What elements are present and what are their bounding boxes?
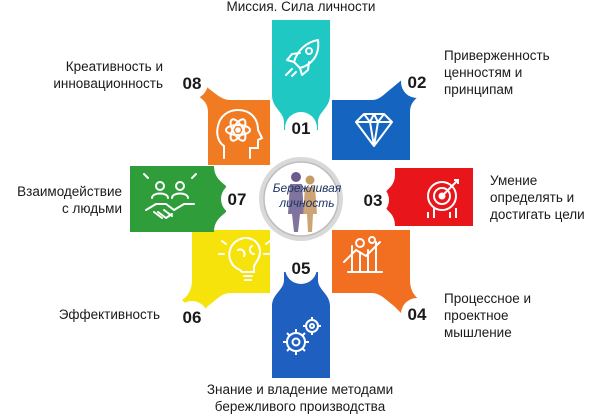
segment-03-shape: [386, 168, 473, 226]
badge-05-num: 05: [292, 259, 311, 278]
segment-05-shape: [272, 272, 330, 378]
rocket-icon: [285, 39, 320, 77]
label-03-line-2: определять и: [490, 190, 575, 205]
diamond-icon: [355, 113, 393, 147]
brain-bulb-icon: [218, 236, 271, 281]
segment-06: 06: [176, 230, 271, 333]
segment-05: 05: [272, 252, 330, 378]
gears-icon: [283, 317, 321, 355]
segment-07: 07: [130, 166, 253, 232]
segment-08: 08: [176, 67, 270, 165]
label-05-line-1: Знание и владение методами: [206, 382, 394, 397]
badge-05: [285, 252, 317, 284]
label-08-line-1: Креативность и: [65, 59, 163, 74]
badge-01-num: 01: [292, 119, 311, 138]
badge-01: [285, 112, 317, 144]
label-03: Умение определять и достигать цели: [490, 172, 590, 223]
badge-08: [176, 67, 208, 99]
label-02-line-1: Приверженность: [444, 48, 550, 63]
label-04-line-3: мышление: [444, 325, 512, 340]
label-08: Креативность и инновационность: [20, 58, 163, 92]
segment-07-shape: [130, 166, 226, 232]
center-emblem: [259, 157, 343, 241]
label-01-line: Миссия. Сила личности: [226, 0, 376, 14]
label-07-line-2: с людьми: [62, 201, 122, 216]
center-label-line2: личность: [279, 196, 335, 210]
target-icon: [427, 179, 459, 218]
badge-02: [401, 66, 433, 98]
badge-04: [401, 298, 433, 330]
label-06: Эффективность: [20, 306, 160, 323]
label-05-line-2: бережливого производства: [214, 399, 386, 414]
process-chart-icon: [343, 236, 383, 273]
segment-08-shape: [184, 78, 270, 165]
segment-04: 04: [332, 230, 433, 330]
badge-02-num: 02: [408, 73, 427, 92]
label-04-line-2: проектное: [444, 308, 509, 323]
badge-07: [221, 183, 253, 215]
label-05: Знание и владение методами бережливого п…: [180, 381, 420, 415]
segment-06-shape: [182, 230, 270, 316]
segment-03: 03: [357, 168, 473, 226]
label-07-line-1: Взаимодействие: [17, 184, 122, 199]
badge-07-num: 07: [228, 190, 247, 209]
label-04: Процессное и проектное мышление: [444, 290, 584, 341]
center-label: Бережливая личность: [262, 181, 352, 211]
label-02-line-3: принципам: [444, 82, 514, 97]
label-04-line-1: Процессное и: [444, 291, 532, 306]
label-08-line-2: инновационность: [53, 76, 163, 91]
label-03-line-3: достигать цели: [490, 207, 585, 222]
badge-03-num: 03: [364, 191, 383, 210]
label-01: Миссия. Сила личности: [216, 0, 386, 15]
badge-06-num: 06: [183, 308, 202, 327]
label-07: Взаимодействие с людьми: [0, 183, 122, 217]
people-figure-icon: [288, 172, 317, 232]
label-06-line: Эффективность: [58, 307, 160, 322]
label-03-line-1: Умение: [490, 173, 538, 188]
badge-03: [357, 184, 389, 216]
label-02: Приверженность ценностям и принципам: [444, 47, 584, 98]
segment-01: 01: [272, 20, 330, 144]
label-02-line-2: ценностям и: [444, 65, 523, 80]
badge-08-num: 08: [183, 74, 202, 93]
badge-06: [176, 301, 208, 333]
badge-04-num: 04: [408, 305, 427, 324]
center-label-line1: Бережливая: [272, 181, 342, 195]
segment-02: 02: [332, 66, 433, 160]
handshake-icon: [143, 173, 197, 219]
head-atom-icon: [216, 108, 264, 159]
